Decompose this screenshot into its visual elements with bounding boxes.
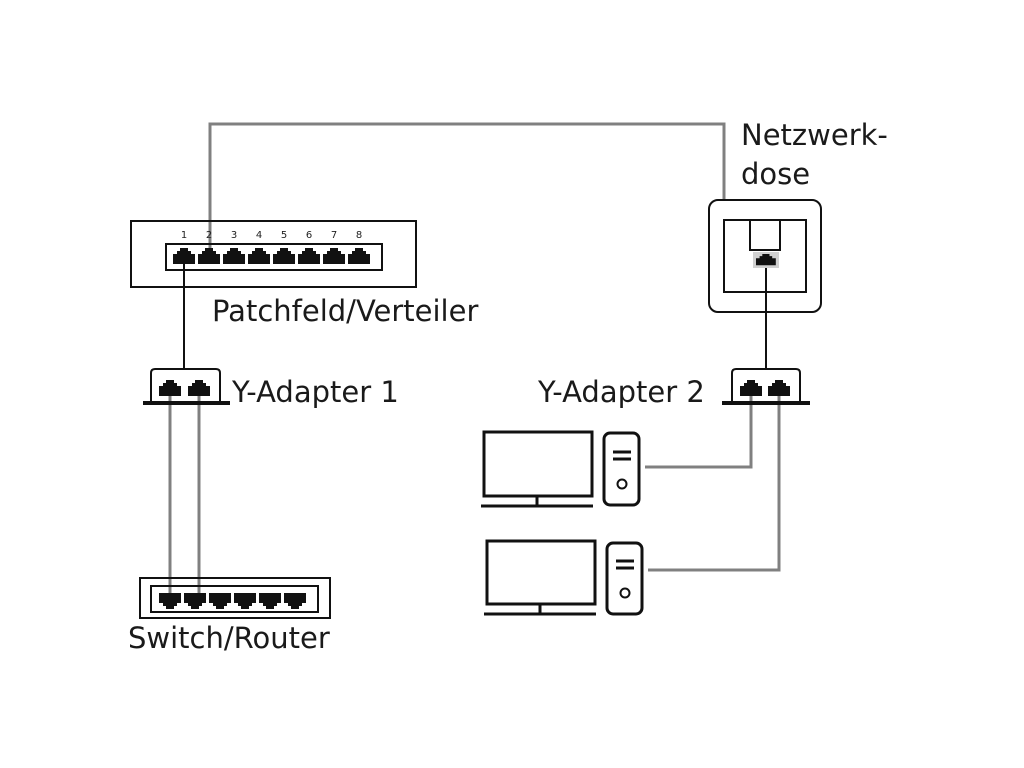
switch-label: Switch/Router (128, 621, 330, 655)
switch-port-strip (150, 585, 319, 613)
patch-panel-port-number: 1 (181, 230, 187, 241)
switch-port-2-icon (184, 593, 206, 609)
patch-panel-port-number: 7 (331, 230, 337, 241)
switch-port-5-icon (259, 593, 281, 609)
switch-port-1-icon (159, 593, 181, 609)
patch-panel-port-6-icon (298, 248, 320, 264)
patch-panel: 1 2 3 4 5 6 7 8 (130, 220, 417, 288)
y-adapter-2-base (722, 401, 810, 405)
y-adapter-1-port-2-icon (188, 380, 210, 396)
computer-1-tower-icon (602, 431, 641, 507)
y-adapter-2-port-1-icon (740, 380, 762, 396)
y-adapter-2-label: Y-Adapter 2 (537, 375, 705, 409)
y-adapter-2 (722, 368, 810, 405)
computer-1 (481, 430, 641, 508)
patch-panel-port-8-icon (348, 248, 370, 264)
patch-panel-port-number: 6 (306, 230, 312, 241)
computer-2-tower-icon (605, 541, 644, 616)
computer-2 (484, 539, 644, 616)
cable-patch2-to-outlet (208, 122, 726, 248)
y-adapter-1-label: Y-Adapter 1 (231, 375, 399, 409)
switch-port-3-icon (209, 593, 231, 609)
y-adapter-1-port-1-icon (159, 380, 181, 396)
patch-panel-port-number: 3 (231, 230, 237, 241)
y-adapter-1-base (143, 401, 230, 405)
wall-outlet-label-line1: Netzwerk- (741, 118, 888, 152)
cable-yadapter2-port2-to-pc2 (648, 392, 781, 572)
patch-panel-label: Patchfeld/Verteiler (212, 294, 478, 328)
cable-yadapter2-port1-to-pc1 (645, 392, 753, 469)
switch-frame (139, 577, 331, 619)
computer-2-monitor-icon (485, 539, 597, 606)
patch-panel-port-number: 2 (206, 230, 212, 241)
patch-panel-port-5-icon (273, 248, 295, 264)
patch-panel-port-number: 4 (256, 230, 262, 241)
outlet-cover (749, 219, 781, 251)
computer-1-monitor-icon (482, 430, 594, 498)
y-adapter-2-body (731, 368, 801, 403)
patch-panel-port-1-icon (173, 248, 195, 264)
switch-router (139, 577, 331, 619)
patch-panel-port-7-icon (323, 248, 345, 264)
switch-port-6-icon (284, 593, 306, 609)
patch-panel-port-number: 5 (281, 230, 287, 241)
y-adapter-1 (143, 368, 230, 405)
switch-port-4-icon (234, 593, 256, 609)
y-adapter-2-port-2-icon (768, 380, 790, 396)
patch-panel-port-number: 8 (356, 230, 362, 241)
outlet-frame (708, 199, 822, 313)
wall-outlet (708, 199, 822, 313)
patch-panel-frame (130, 220, 417, 288)
wall-outlet-label-line2: dose (741, 157, 810, 191)
patch-panel-port-2-icon (198, 248, 220, 264)
y-adapter-1-body (150, 368, 221, 403)
patch-panel-port-strip (165, 243, 383, 271)
patch-panel-port-3-icon (223, 248, 245, 264)
patch-panel-port-4-icon (248, 248, 270, 264)
